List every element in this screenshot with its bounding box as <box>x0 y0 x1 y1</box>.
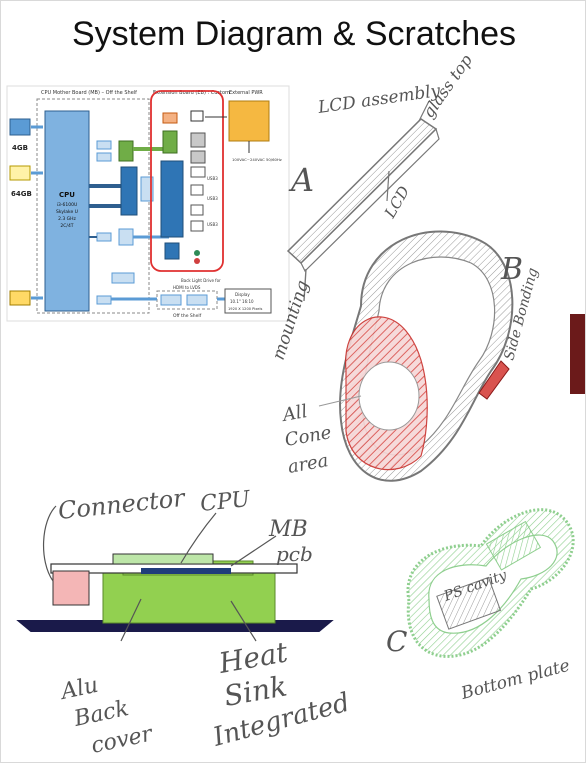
usb-label-1: USB3 <box>207 176 218 181</box>
label-a: A <box>288 161 314 199</box>
side-tab <box>570 314 586 394</box>
ram-chip <box>10 119 30 135</box>
storage-chip <box>10 166 30 180</box>
cpu-gen: Skylake U <box>56 209 78 215</box>
backlight-label: Back Light Drive for <box>181 278 221 283</box>
cpu-cores: 2C/4T <box>60 223 73 229</box>
label-b: B <box>500 252 523 287</box>
off-shelf-label: Off the Shelf <box>173 313 202 319</box>
cpu-model: i3-6100U <box>57 202 77 208</box>
bios-chip <box>10 291 30 305</box>
sketch-c: C PS cavity Bottom plate <box>386 510 573 704</box>
cpu-label: CPU <box>199 487 253 517</box>
display-size: 10.1" 16:10 <box>230 299 254 304</box>
cone-area-line-2: Cone <box>283 422 333 451</box>
back-cover-line-1: Alu <box>57 673 100 706</box>
sketch-b: B Side Bonding All Cone area <box>279 231 541 480</box>
lcd-label: LCD <box>380 183 413 222</box>
ac-input: 100VAC~240VAC 50/60Hz <box>232 157 282 162</box>
cpu-title: CPU <box>59 191 75 199</box>
label-c: C <box>386 625 407 658</box>
cpu-freq: 2.3 GHz <box>58 216 76 222</box>
usb-label-2: USB3 <box>207 196 218 201</box>
display-title: Display <box>235 292 250 297</box>
usb-label-3: USB3 <box>207 222 218 227</box>
cone-area-line-3: area <box>286 450 330 478</box>
hdmi-lvds-label: HDMI to LVDS <box>173 285 201 290</box>
bottom-plate-label: Bottom plate <box>458 656 572 704</box>
storage-label: 64GB <box>11 190 32 198</box>
connector-label: Connector <box>57 484 188 525</box>
cone-area-line-1: All <box>279 401 309 426</box>
display-res: 1920 X 1200 Pixels <box>228 307 262 311</box>
mb-label: MB <box>268 517 308 542</box>
pcb-label: pcb <box>276 542 313 566</box>
ext-pwr-block <box>229 101 269 141</box>
mb-header: CPU Mother Board (MB) – Off the Shelf <box>41 90 137 96</box>
sketch-cross-section: Connector CPU MB pcb Alu Back cover Heat… <box>19 484 353 759</box>
ext-pwr-header: External PWR <box>229 90 263 96</box>
block-diagram: CPU Mother Board (MB) – Off the Shelf Ex… <box>7 86 289 321</box>
ram-label: 4GB <box>12 144 28 152</box>
heat-sink <box>103 571 275 623</box>
